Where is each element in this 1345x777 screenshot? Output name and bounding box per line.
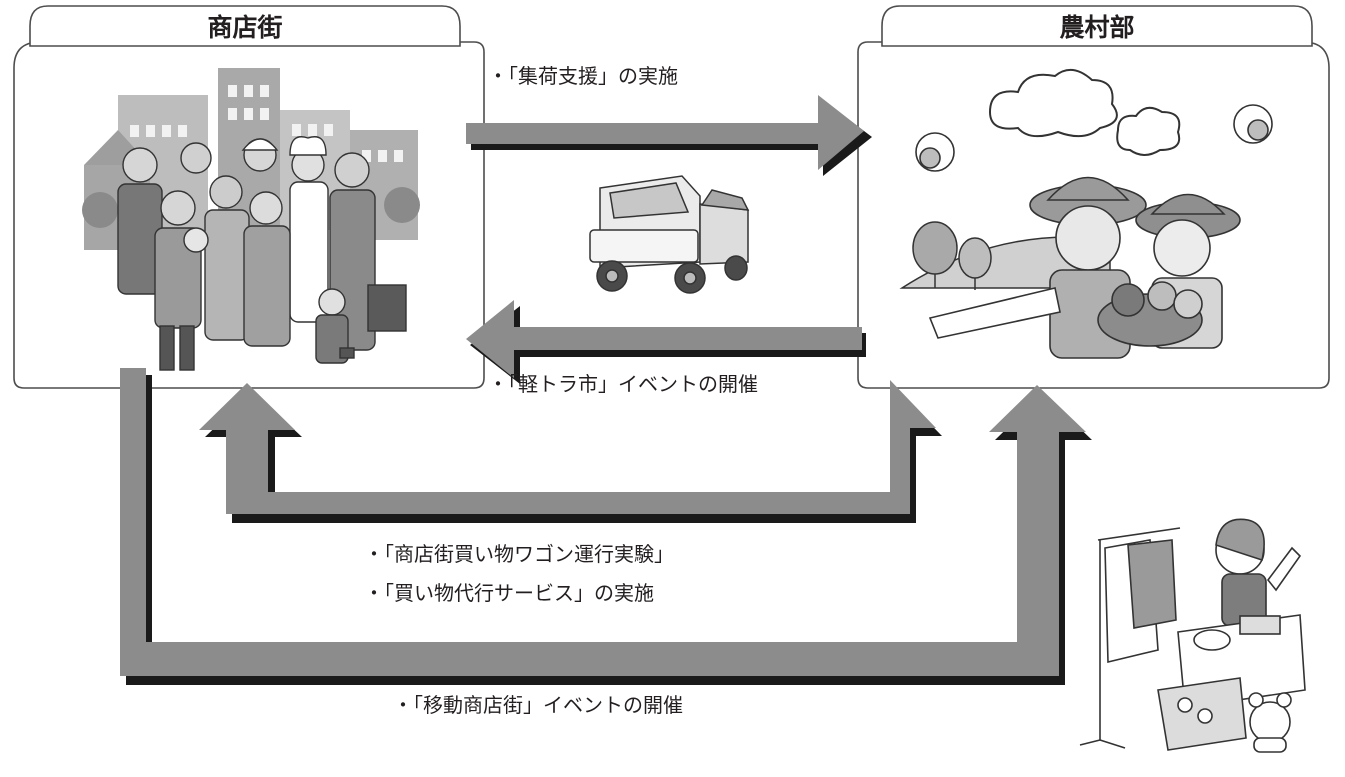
- shopping-street-tab: [29, 5, 461, 47]
- crowd-illustration-icon: [82, 68, 420, 371]
- arrow-to-street: [466, 300, 866, 384]
- rural-area-tab: [881, 5, 1313, 47]
- farmers-illustration-icon: [899, 69, 1273, 359]
- label-proxy-shopping: ・「買い物代行サービス」の実施: [364, 581, 654, 605]
- label-kei-truck-market: ・「軽トラ市」イベントの開催: [488, 372, 758, 396]
- label-collection-support: ・「集荷支援」の実施: [488, 64, 678, 88]
- vendor-stall-icon: [1079, 518, 1306, 753]
- label-mobile-street: ・「移動商店街」イベントの開催: [393, 693, 683, 717]
- label-wagon-experiment: ・「商店街買い物ワゴン運行実験」: [364, 542, 674, 566]
- arrow-wagon-loop: [199, 380, 942, 523]
- rural-area-title: 農村部: [1059, 13, 1134, 42]
- arrow-mobile-street-loop: [120, 368, 1092, 685]
- kei-truck-icon: [589, 175, 750, 294]
- arrow-to-rural: [466, 95, 872, 176]
- shopping-street-title: 商店街: [207, 13, 282, 42]
